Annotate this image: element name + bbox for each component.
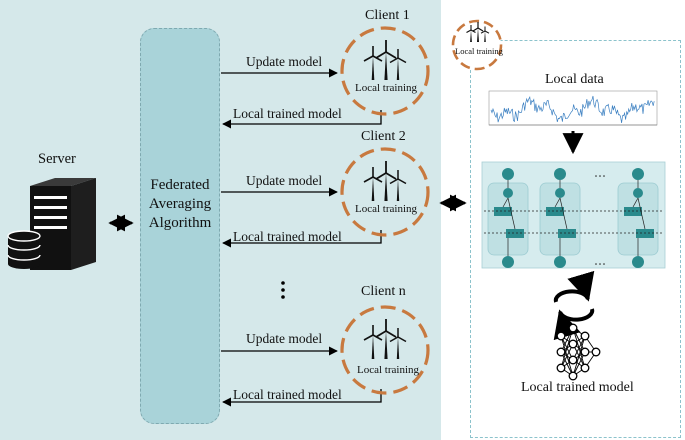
server-label: Server [38, 151, 76, 167]
nn-node [580, 363, 590, 373]
nn-edge [560, 327, 574, 353]
local-data-plot [488, 90, 658, 126]
algorithm-label-line2: Averaging [148, 196, 212, 212]
client-title: Client 2 [361, 129, 406, 144]
lstm-link [554, 197, 561, 208]
badge-local-training-label: Local training [455, 46, 503, 56]
lstm-merge-node [633, 188, 643, 198]
client-title: Client n [361, 284, 406, 299]
local-data-label: Local data [545, 72, 604, 87]
nn-node [568, 323, 578, 333]
lstm-cell [558, 229, 576, 238]
update-model-label: Update model [246, 331, 323, 346]
nn-node [568, 339, 578, 349]
lstm-merge-node [503, 188, 513, 198]
lstm-ellipsis-dot [595, 175, 597, 177]
lstm-input-node [502, 256, 514, 268]
more-clients-ellipsis [281, 281, 285, 299]
algorithm-label-line1: Federated [150, 177, 210, 193]
clientn-training-ring [340, 305, 430, 395]
lstm-ellipsis-dot [603, 175, 605, 177]
lstm-link [559, 197, 568, 230]
trained-model-label: Local trained model [233, 229, 342, 244]
lstm-output-node [632, 168, 644, 180]
lstm-merge-node [555, 188, 565, 198]
database-icon [7, 230, 41, 269]
nn-node [568, 371, 578, 381]
lstm-link [502, 197, 509, 208]
lstm-ellipsis-dot [599, 175, 601, 177]
lstm-input-node [632, 256, 644, 268]
nn-edge [560, 343, 574, 369]
data-trace-line [490, 95, 655, 124]
nn-edge [572, 351, 586, 377]
lstm-output-node [554, 168, 566, 180]
lstm-cell [546, 207, 564, 216]
client-title: Client 1 [365, 8, 410, 23]
refresh-cycle-icon [553, 270, 595, 341]
update-model-label: Update model [246, 54, 323, 69]
trained-model-label: Local trained model [233, 387, 342, 402]
nn-node [556, 347, 566, 357]
nn-node [580, 347, 590, 357]
local-training-label: Local training [355, 82, 418, 94]
client1-training-ring [340, 26, 430, 116]
nn-edge [572, 335, 586, 361]
lstm-cell [636, 229, 654, 238]
neural-network-icon [556, 323, 601, 381]
lstm-ellipsis-dot [599, 263, 601, 265]
lstm-cell [494, 207, 512, 216]
nn-node [580, 331, 590, 341]
wind-turbine-icon [363, 161, 407, 201]
nn-node [556, 331, 566, 341]
nn-node [568, 355, 578, 365]
update-model-label: Update model [246, 173, 323, 188]
lstm-input-node [554, 256, 566, 268]
local-training-label: Local training [355, 203, 418, 215]
lstm-cell [506, 229, 524, 238]
lstm-link [507, 197, 516, 230]
algorithm-label-line3: Algorithm [148, 215, 212, 231]
wind-turbine-icon [466, 22, 490, 42]
local-training-label: Local training [357, 364, 420, 376]
lstm-network-diagram [481, 161, 666, 269]
client2-training-ring [340, 147, 430, 237]
wind-turbine-icon [363, 40, 407, 80]
wind-turbine-icon [363, 319, 407, 359]
output-model-label: Local trained model [521, 380, 634, 395]
lstm-ellipsis-dot [595, 263, 597, 265]
lstm-output-node [502, 168, 514, 180]
nn-edge [560, 327, 574, 369]
lstm-link [632, 197, 639, 208]
nn-node [591, 347, 601, 357]
trained-model-label: Local trained model [233, 106, 342, 121]
server-icon [30, 178, 96, 270]
lstm-ellipsis-dot [603, 263, 605, 265]
lstm-link [637, 197, 646, 230]
nn-node [556, 363, 566, 373]
nn-edge [572, 335, 586, 377]
lstm-cell [624, 207, 642, 216]
federated-averaging-box [140, 28, 220, 424]
